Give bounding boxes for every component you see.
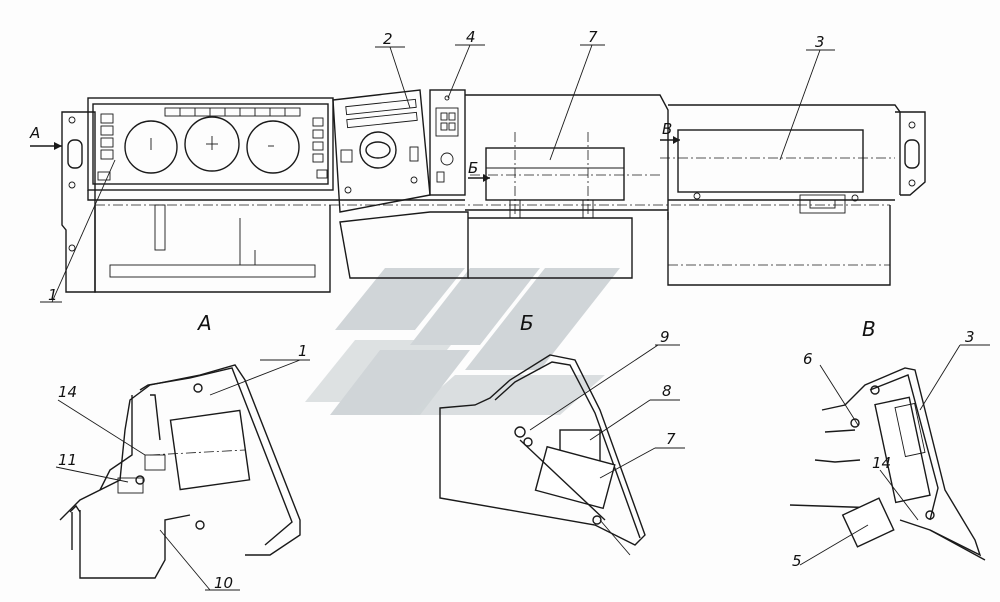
callout-main-7: 7 xyxy=(588,28,598,46)
arrow-label-b: Б xyxy=(468,159,478,177)
view-title-v: В xyxy=(862,317,876,341)
callout-v-14: 14 xyxy=(872,454,891,472)
view-title-b: Б xyxy=(520,311,534,335)
callout-v-6: 6 xyxy=(803,350,813,368)
callout-a-1: 1 xyxy=(298,342,308,360)
watermark-logo xyxy=(305,268,620,415)
console-dial xyxy=(359,131,397,169)
main-callouts xyxy=(40,44,835,303)
gauge-right xyxy=(246,120,300,174)
gauge-speedometer xyxy=(184,116,240,172)
callout-main-1: 1 xyxy=(48,286,58,304)
gauge-left xyxy=(124,120,178,174)
detail-view-b xyxy=(439,344,685,556)
arrow-label-v: В xyxy=(662,120,672,138)
callout-v-3: 3 xyxy=(965,328,975,346)
callout-b-7: 7 xyxy=(666,430,676,448)
callout-b-8: 8 xyxy=(662,382,672,400)
arrow-label-a: А xyxy=(29,124,40,142)
callout-main-2: 2 xyxy=(383,30,393,48)
callout-b-9: 9 xyxy=(660,328,670,346)
callout-a-10: 10 xyxy=(214,574,233,592)
detail-view-v xyxy=(789,344,990,566)
cluster-switches-left xyxy=(100,113,114,160)
detail-view-a xyxy=(55,359,310,591)
cluster-warning-lamps xyxy=(164,107,301,117)
main-panel-assembly xyxy=(30,89,926,293)
view-title-a: А xyxy=(196,311,212,335)
callout-v-5: 5 xyxy=(792,552,802,570)
callout-main-3: 3 xyxy=(815,33,825,51)
callout-a-11: 11 xyxy=(58,451,77,469)
callout-main-4: 4 xyxy=(466,28,476,46)
cluster-switches-right xyxy=(312,117,324,163)
callout-a-14: 14 xyxy=(58,383,77,401)
